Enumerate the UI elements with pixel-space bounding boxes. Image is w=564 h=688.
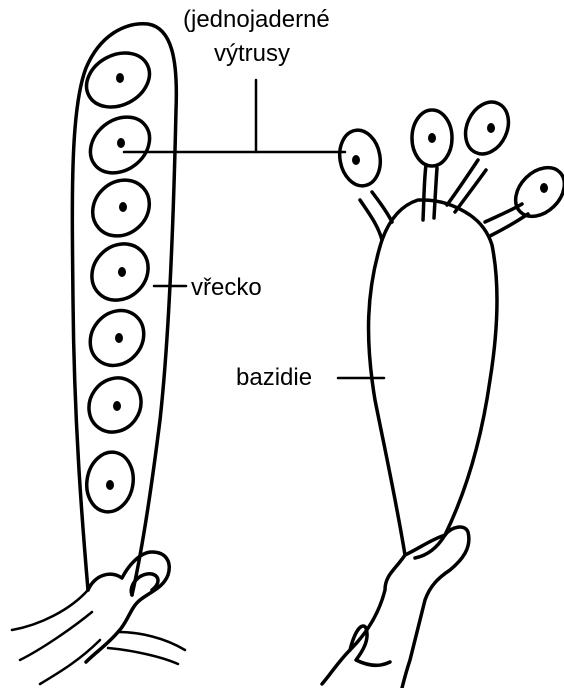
label-ascus: vřecko (191, 276, 262, 300)
basidium-spore-4 (506, 158, 564, 226)
ascus-spore-7 (82, 448, 138, 515)
ascus-spore-4 (80, 232, 159, 311)
ascus-base (86, 552, 169, 662)
basidium-spore-3 (457, 95, 516, 161)
hypha-left-2 (20, 612, 92, 660)
hypha-right-2 (108, 648, 178, 664)
hypha-right-1 (118, 632, 185, 650)
ascus-spore-6 (78, 368, 151, 443)
label-spores-line-1: (jednojaderné (183, 8, 330, 32)
ascus-spore-3 (81, 169, 160, 248)
sterigma-2 (423, 165, 437, 220)
sterigma-1 (360, 192, 392, 240)
label-basidium: bazidie (236, 366, 312, 390)
basidium-outline (369, 200, 498, 558)
ascus (12, 24, 185, 684)
ascus-spore-1 (77, 42, 159, 117)
leader-lines (124, 80, 384, 378)
sterigma-4 (485, 204, 528, 236)
basidium (322, 95, 564, 688)
label-spores-line-2: výtrusy (214, 42, 290, 66)
basidium-spore-1 (335, 127, 384, 189)
ascus-spore-2 (79, 106, 160, 185)
ascus-spore-5 (79, 300, 155, 377)
basidium-spore-2 (412, 110, 452, 166)
hypha-left-3 (40, 640, 100, 684)
